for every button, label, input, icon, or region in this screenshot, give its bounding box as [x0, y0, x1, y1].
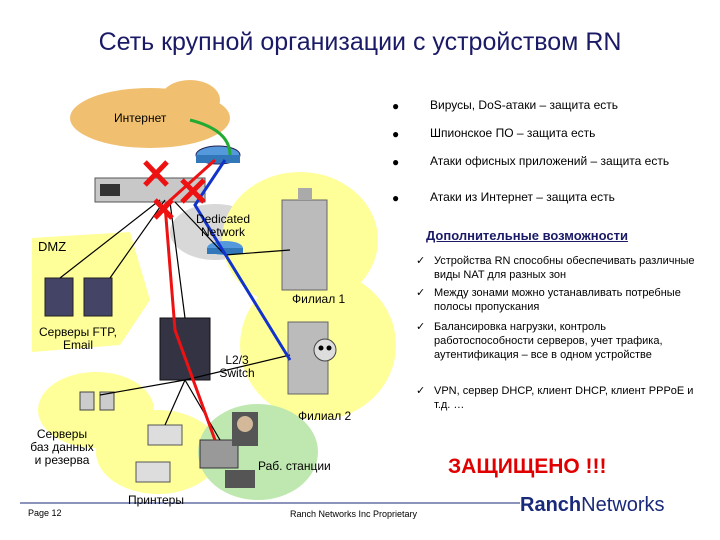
ranch-networks-logo: RanchNetworks	[520, 494, 665, 516]
network-links	[59, 199, 291, 441]
printer-icon	[135, 424, 183, 483]
extras-heading: Дополнительные возможности	[426, 228, 628, 243]
bullet-icon: ●	[392, 99, 400, 113]
label-dmz-servers: Серверы FTP, Email	[38, 325, 117, 352]
label-l23-switch: L2/3 Switch	[219, 353, 255, 380]
bullet-icon: ●	[392, 155, 400, 169]
label-branch1: Филиал 1	[292, 292, 346, 306]
router-icon	[195, 145, 241, 165]
l23-switch-icon	[159, 317, 211, 381]
db-servers-icon	[79, 391, 115, 411]
label-dmz: DMZ	[38, 239, 67, 254]
building-branch1-icon	[281, 188, 328, 291]
label-internet: Интернет	[114, 111, 167, 125]
bullet-icon: ●	[392, 127, 400, 141]
internet-cloud	[70, 80, 230, 148]
footer-page: Page 12	[28, 508, 62, 518]
check-icon: ✓	[416, 287, 426, 299]
label-workstations: Раб. станции	[258, 459, 331, 473]
check-icon: ✓	[416, 385, 426, 397]
label-branch2: Филиал 2	[298, 409, 352, 423]
dedicated-router-icon	[207, 241, 243, 255]
check-icon: ✓	[416, 255, 426, 267]
bullet-icon: ●	[392, 191, 400, 205]
label-dedicated-network: Dedicated Network	[195, 212, 251, 239]
printers-zone	[96, 410, 220, 494]
person-icon	[232, 412, 258, 446]
attack-paths	[163, 118, 292, 441]
label-db-servers: Серверы баз данных и резерва	[30, 427, 94, 467]
protected-label: ЗАЩИЩЕНО !!!	[448, 455, 607, 478]
dmz-servers-icon	[44, 277, 113, 317]
page-title: Сеть крупной организации с устройством R…	[98, 28, 622, 56]
workstation-icon	[199, 439, 255, 488]
footer-proprietary: Ranch Networks Inc Proprietary	[290, 509, 418, 519]
skull-icon	[313, 338, 337, 362]
check-icon: ✓	[416, 321, 426, 333]
label-printers: Принтеры	[128, 493, 184, 507]
red-x-icon	[143, 160, 206, 220]
